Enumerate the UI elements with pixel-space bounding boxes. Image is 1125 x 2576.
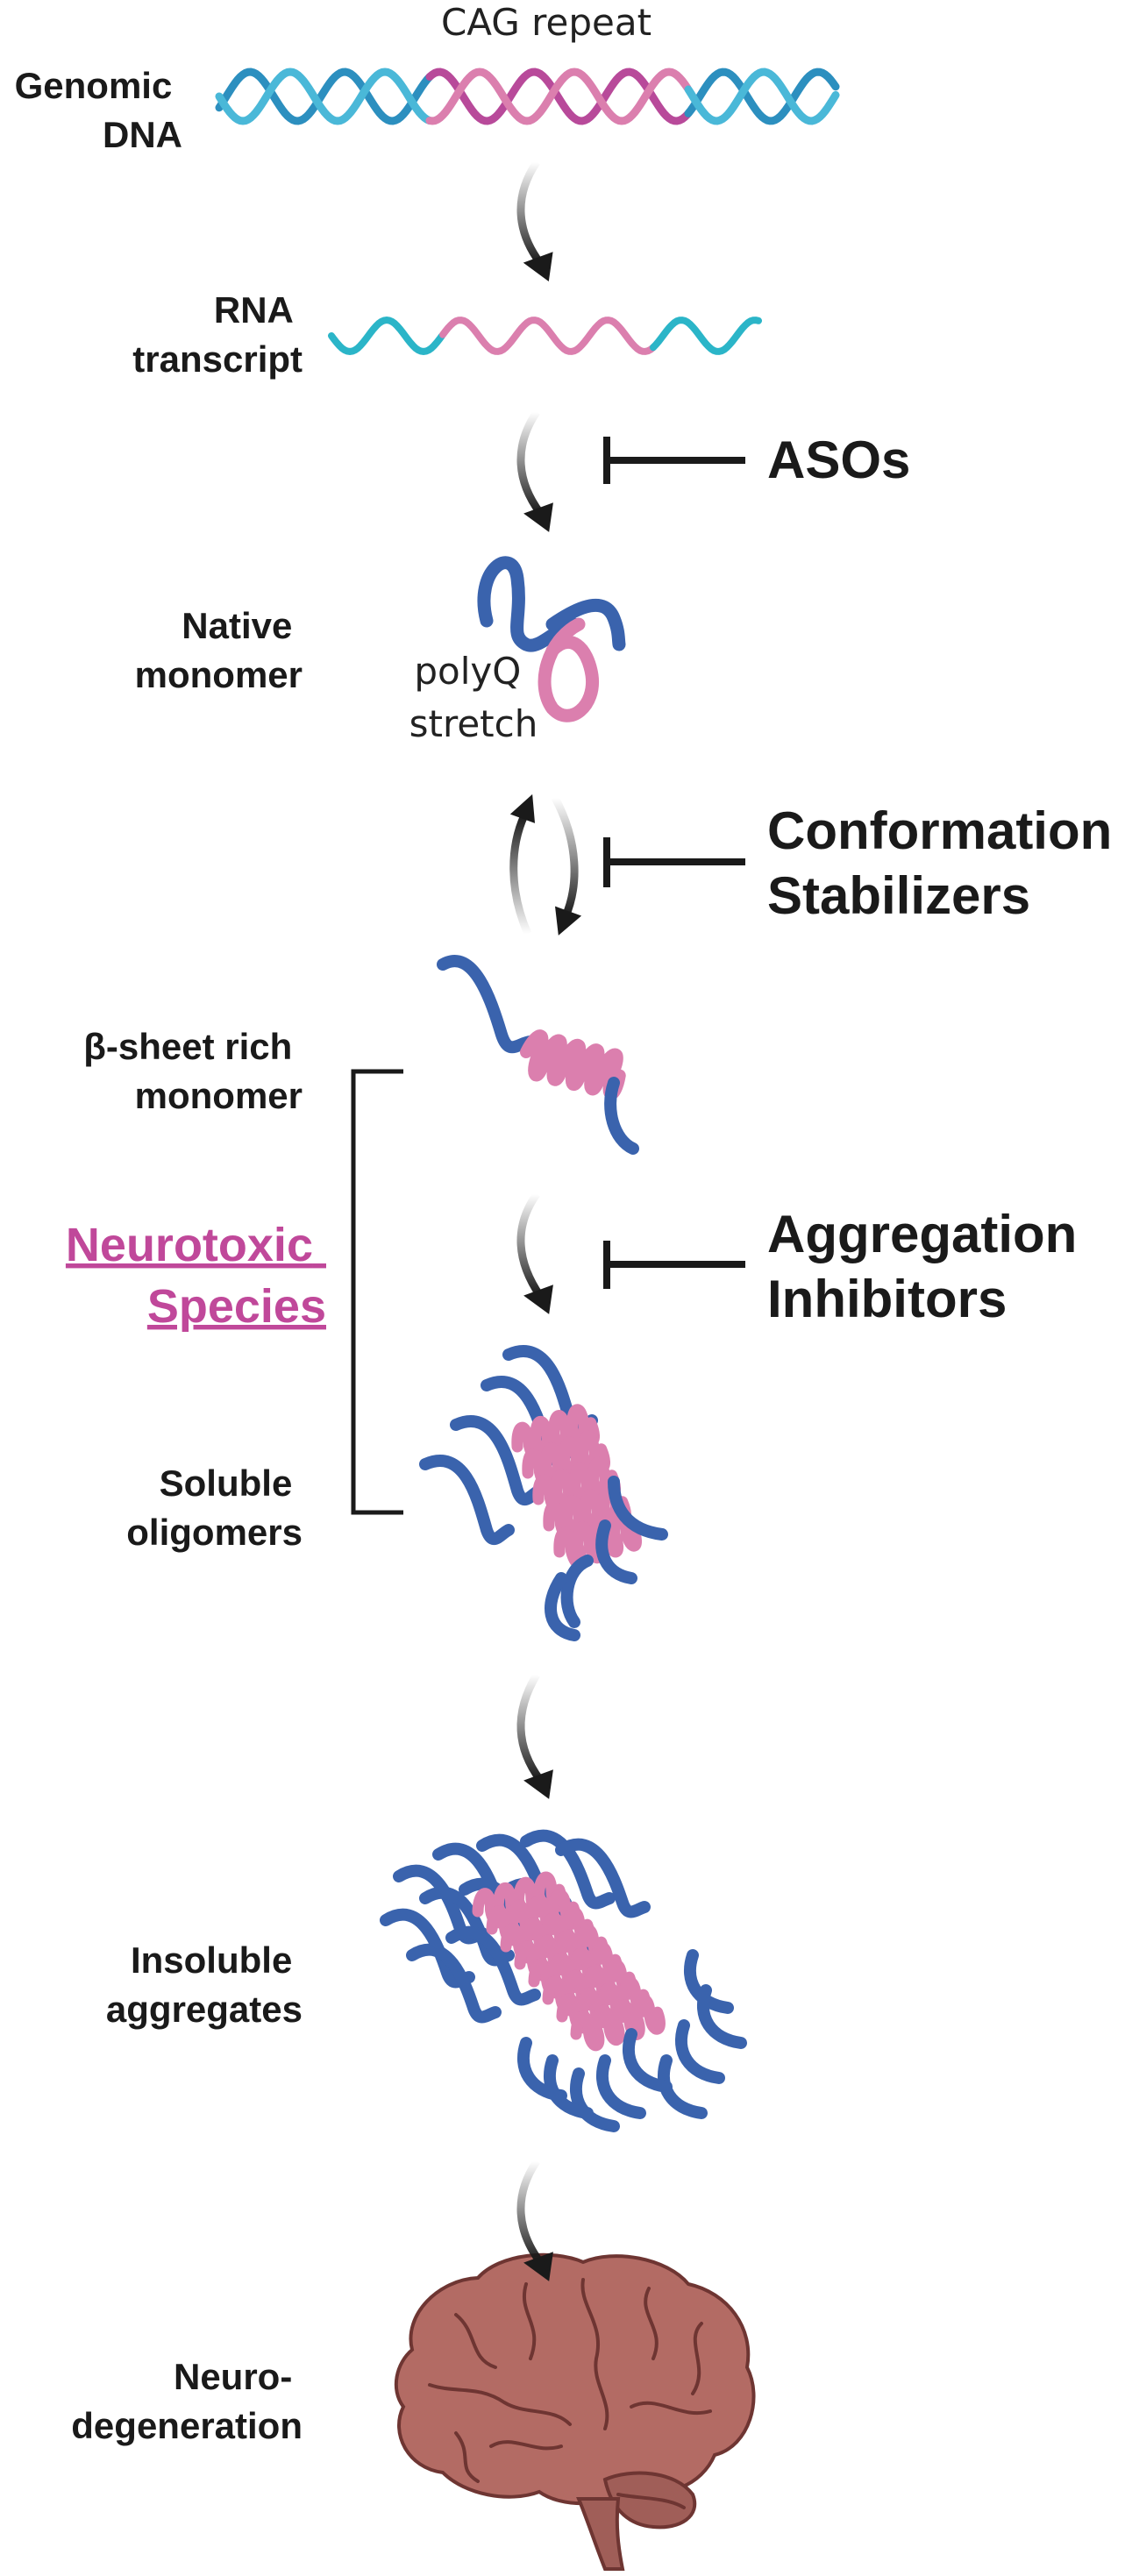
native-polyq-loop <box>538 617 600 722</box>
arrow-reversible-folding <box>509 793 582 936</box>
soluble-oligomers <box>419 1345 668 1641</box>
brain-icon <box>394 2252 756 2571</box>
aggregate-tail <box>555 1838 651 1918</box>
conformation-stabilizers-label: Conformation Stabilizers <box>767 801 1125 925</box>
oligo-tail <box>545 1572 580 1641</box>
inhibitor-asos: ASOs <box>603 431 910 489</box>
label-insoluble-aggregates: Insoluble aggregates <box>106 1939 303 2030</box>
neurotoxic-species-label: Neurotoxic Species <box>66 1219 326 1333</box>
aggregate-tail <box>595 2054 646 2119</box>
cag-repeat-label: CAG repeat <box>441 1 652 44</box>
inhibitor-conformation-stabilizers: Conformation Stabilizers <box>603 801 1125 925</box>
dna-strand-a-segment <box>215 68 434 125</box>
dna-strand-a-segment <box>684 68 840 125</box>
aggregate-coil <box>570 1994 666 2052</box>
polyq-stretch-label: polyQ stretch <box>409 650 538 745</box>
aggregate-tail <box>445 1925 541 2006</box>
aggregate-tail <box>657 2054 708 2119</box>
dna-strand-a-segment <box>425 68 692 125</box>
aggregate-tail <box>674 2019 725 2084</box>
beta-sheet-coil <box>520 1029 626 1100</box>
native-chain-left <box>477 556 581 652</box>
aggregate-tail <box>516 2037 567 2102</box>
asos-label: ASOs <box>767 431 910 489</box>
aggregation-inhibitors-label: Aggregation Inhibitors <box>767 1205 1092 1328</box>
label-rna-transcript: RNA transcript <box>132 289 303 380</box>
genomic-dna-helix <box>215 68 840 125</box>
oligo-tail <box>595 1519 637 1584</box>
oligo-tail <box>419 1455 515 1545</box>
label-neurodegeneration: Neuro- degeneration <box>71 2356 303 2446</box>
arrow-oligomer-to-aggregate <box>516 1672 553 1799</box>
aggregate-tail <box>406 1943 502 2024</box>
aggregate-tail <box>683 1949 734 2014</box>
arrow-monomer-to-oligomer <box>516 1192 553 1314</box>
label-beta-sheet-monomer: β-sheet rich monomer <box>83 1026 303 1116</box>
beta-sheet-monomer <box>437 955 639 1155</box>
arrow-rna-to-monomer <box>516 409 553 532</box>
insoluble-aggregates <box>380 1829 747 2132</box>
brain-stem <box>576 2497 625 2571</box>
dna-strand-b-segment <box>425 68 692 125</box>
oligo-tail <box>608 1476 668 1541</box>
label-native-monomer: Native monomer <box>135 605 303 695</box>
oligo-tail <box>560 1555 594 1628</box>
dna-strand-b-segment <box>215 68 434 125</box>
aggregate-tail <box>696 1984 747 2049</box>
rna-transcript-strand <box>328 316 762 356</box>
arrow-dna-to-rna <box>516 160 553 281</box>
brain-cerebrum <box>394 2252 756 2506</box>
aggregate-tail <box>520 1829 616 1910</box>
aggregate-tail <box>622 2028 673 2093</box>
neurotoxic-bracket <box>351 1069 403 1515</box>
native-chain-right <box>545 598 626 651</box>
brain-sulci <box>428 2278 712 2509</box>
native-monomer <box>477 556 626 722</box>
beta-chain-n-term <box>437 955 537 1054</box>
oligo-tail <box>450 1415 545 1505</box>
beta-chain-c-term <box>604 1077 639 1155</box>
inhibitor-aggregation-inhibitors: Aggregation Inhibitors <box>603 1205 1092 1328</box>
dna-strand-b-segment <box>684 68 840 125</box>
arrow-aggregate-to-neurodegeneration <box>516 2159 553 2281</box>
label-genomic-dna: Genomic DNA <box>15 65 182 155</box>
label-soluble-oligomers: Soluble oligomers <box>126 1462 303 1553</box>
